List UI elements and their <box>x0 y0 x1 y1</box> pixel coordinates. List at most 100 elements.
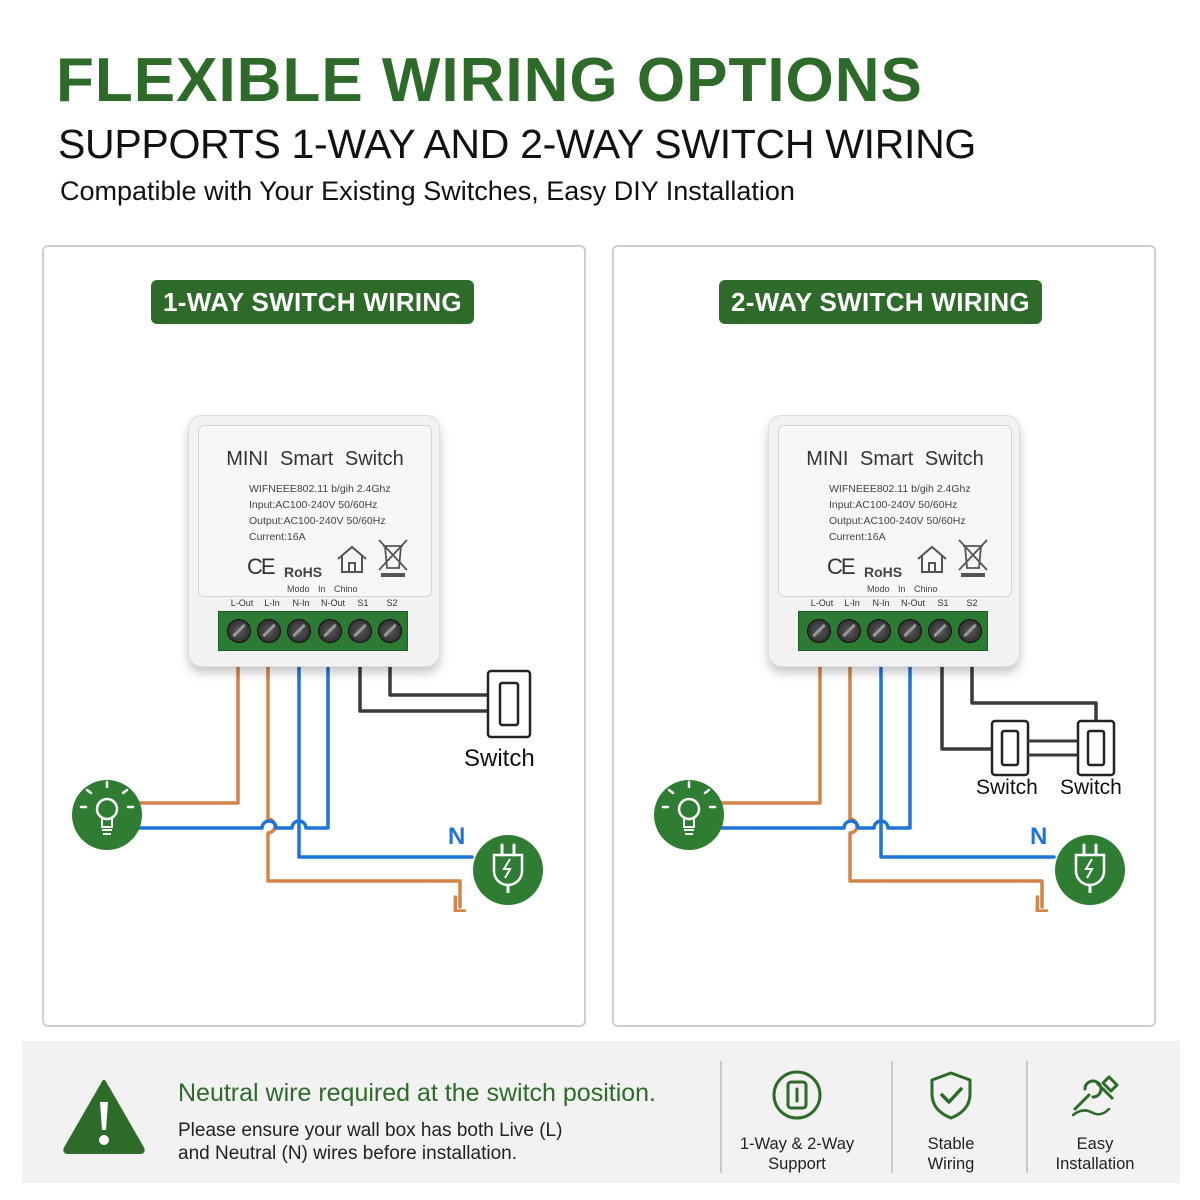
device-title: MINI Smart Switch <box>226 448 404 470</box>
terminal-screw <box>928 619 952 643</box>
made-in-label: Modo In Chino <box>287 584 358 594</box>
device-spec-current: Current:16A <box>249 531 306 543</box>
terminal-label-n-out: N-Out <box>900 598 926 608</box>
divider <box>891 1061 893 1173</box>
switch-2-label: Switch <box>1060 776 1122 799</box>
home-icon <box>337 545 367 573</box>
one-way-badge: 1-WAY SWITCH WIRING <box>151 280 474 324</box>
terminal-block <box>798 611 988 651</box>
feature-label-line-1: Stable <box>927 1135 975 1153</box>
wall-switch-1-icon <box>990 719 1030 777</box>
two-way-panel: 2-WAY SWITCH WIRING MINI Smart Switch WI… <box>612 245 1156 1027</box>
terminal-label-n-out: N-Out <box>320 598 346 608</box>
live-label: L <box>452 891 467 918</box>
terminal-screw <box>257 619 281 643</box>
feature-stable-wiring: Stable Wiring <box>876 1069 1026 1174</box>
switch-wire-s2 <box>970 643 1098 723</box>
switch-1-label: Switch <box>976 776 1038 799</box>
two-way-badge: 2-WAY SWITCH WIRING <box>719 280 1042 324</box>
light-bulb-icon <box>72 780 142 850</box>
terminal-screw <box>807 619 831 643</box>
neutral-out-wire <box>136 643 330 830</box>
power-plug-icon <box>1055 835 1125 905</box>
neutral-label: N <box>1030 823 1048 850</box>
terminal-screw <box>318 619 342 643</box>
neutral-note-title: Neutral wire required at the switch posi… <box>178 1079 657 1107</box>
feature-label-line-1: 1-Way & 2-Way <box>739 1135 855 1153</box>
ce-mark: CE <box>827 554 856 579</box>
tools-icon <box>1071 1075 1119 1117</box>
terminal-label-l-in: L-In <box>264 598 280 608</box>
feature-label-line-2: Wiring <box>927 1155 975 1173</box>
terminal-label-l-out: L-Out <box>230 598 254 608</box>
rohs-mark: RoHS <box>284 564 323 580</box>
one-way-panel: 1-WAY SWITCH WIRING MINI Smart Switch WI… <box>42 245 586 1027</box>
feature-one-two-way: 1-Way & 2-Way Support <box>722 1069 872 1174</box>
device-spec-current: Current:16A <box>829 531 886 543</box>
device-spec-input: Input:AC100-240V 50/60Hz <box>829 499 958 511</box>
neutral-in-wire <box>297 643 474 859</box>
weee-bin-icon <box>958 539 988 577</box>
device-spec-output: Output:AC100-240V 50/60Hz <box>829 515 966 527</box>
ce-mark: CE <box>247 554 276 579</box>
warning-icon <box>63 1080 145 1154</box>
terminal-screw <box>227 619 251 643</box>
weee-bin-icon <box>378 539 408 577</box>
device-spec-output: Output:AC100-240V 50/60Hz <box>249 515 386 527</box>
page-subtitle: SUPPORTS 1-WAY AND 2-WAY SWITCH WIRING <box>58 121 977 167</box>
terminal-label-s2: S2 <box>386 598 398 608</box>
wall-switch-icon <box>486 669 532 739</box>
terminal-label-n-in: N-In <box>292 598 310 608</box>
terminal-block <box>218 611 408 651</box>
neutral-in-wire <box>879 643 1056 859</box>
feature-easy-installation: Easy Installation <box>1020 1069 1170 1174</box>
rohs-mark: RoHS <box>864 564 903 580</box>
wall-switch-2-icon <box>1076 719 1116 777</box>
terminal-label-s1: S1 <box>357 598 369 608</box>
live-out-wire <box>718 640 822 805</box>
terminal-screw <box>958 619 982 643</box>
switch-wire-s1 <box>358 643 492 713</box>
terminal-label-s1: S1 <box>937 598 949 608</box>
device-title: MINI Smart Switch <box>806 448 984 470</box>
neutral-note-line-2: and Neutral (N) wires before installatio… <box>178 1143 517 1164</box>
two-way-wiring-diagram <box>654 640 1125 909</box>
terminal-screw <box>348 619 372 643</box>
terminal-label-l-in: L-In <box>844 598 860 608</box>
footer-info-bar: Neutral wire required at the switch posi… <box>22 1041 1180 1183</box>
device-spec-wifi: WIFNEEE802.11 b/gih 2.4Ghz <box>829 483 971 495</box>
terminal-label-n-in: N-In <box>872 598 890 608</box>
terminal-screw <box>378 619 402 643</box>
mini-smart-switch-device: MINI Smart Switch WIFNEEE802.11 b/gih 2.… <box>188 415 440 667</box>
live-out-wire <box>136 640 240 805</box>
terminal-screw <box>837 619 861 643</box>
feature-label-line-1: Easy <box>1076 1135 1114 1153</box>
divider <box>1026 1061 1028 1173</box>
page-title: FLEXIBLE WIRING OPTIONS <box>56 46 923 115</box>
terminal-screw <box>898 619 922 643</box>
neutral-note-text: Please ensure your wall box has both Liv… <box>178 1119 598 1165</box>
device-spec-input: Input:AC100-240V 50/60Hz <box>249 499 378 511</box>
neutral-label: N <box>448 823 466 850</box>
page-tagline: Compatible with Your Existing Switches, … <box>60 176 795 206</box>
live-in-wire <box>266 640 462 909</box>
terminal-screw <box>287 619 311 643</box>
switch-label: Switch <box>464 745 535 772</box>
power-plug-icon <box>473 835 543 905</box>
made-in-label: Modo In Chino <box>867 584 938 594</box>
switch-wire-s1 <box>940 643 994 751</box>
terminal-label-l-out: L-Out <box>810 598 834 608</box>
live-label: L <box>1034 891 1049 918</box>
neutral-out-wire <box>718 643 912 830</box>
device-spec-wifi: WIFNEEE802.11 b/gih 2.4Ghz <box>249 483 391 495</box>
mini-smart-switch-device: MINI Smart Switch WIFNEEE802.11 b/gih 2.… <box>768 415 1020 667</box>
feature-label-line-2: Support <box>768 1155 826 1173</box>
divider <box>720 1061 722 1173</box>
light-bulb-icon <box>654 780 724 850</box>
terminal-label-s2: S2 <box>966 598 978 608</box>
shield-check-icon <box>930 1071 972 1120</box>
feature-label-line-2: Installation <box>1055 1155 1135 1173</box>
terminal-screw <box>867 619 891 643</box>
home-icon <box>917 545 947 573</box>
switch-icon <box>772 1070 822 1120</box>
